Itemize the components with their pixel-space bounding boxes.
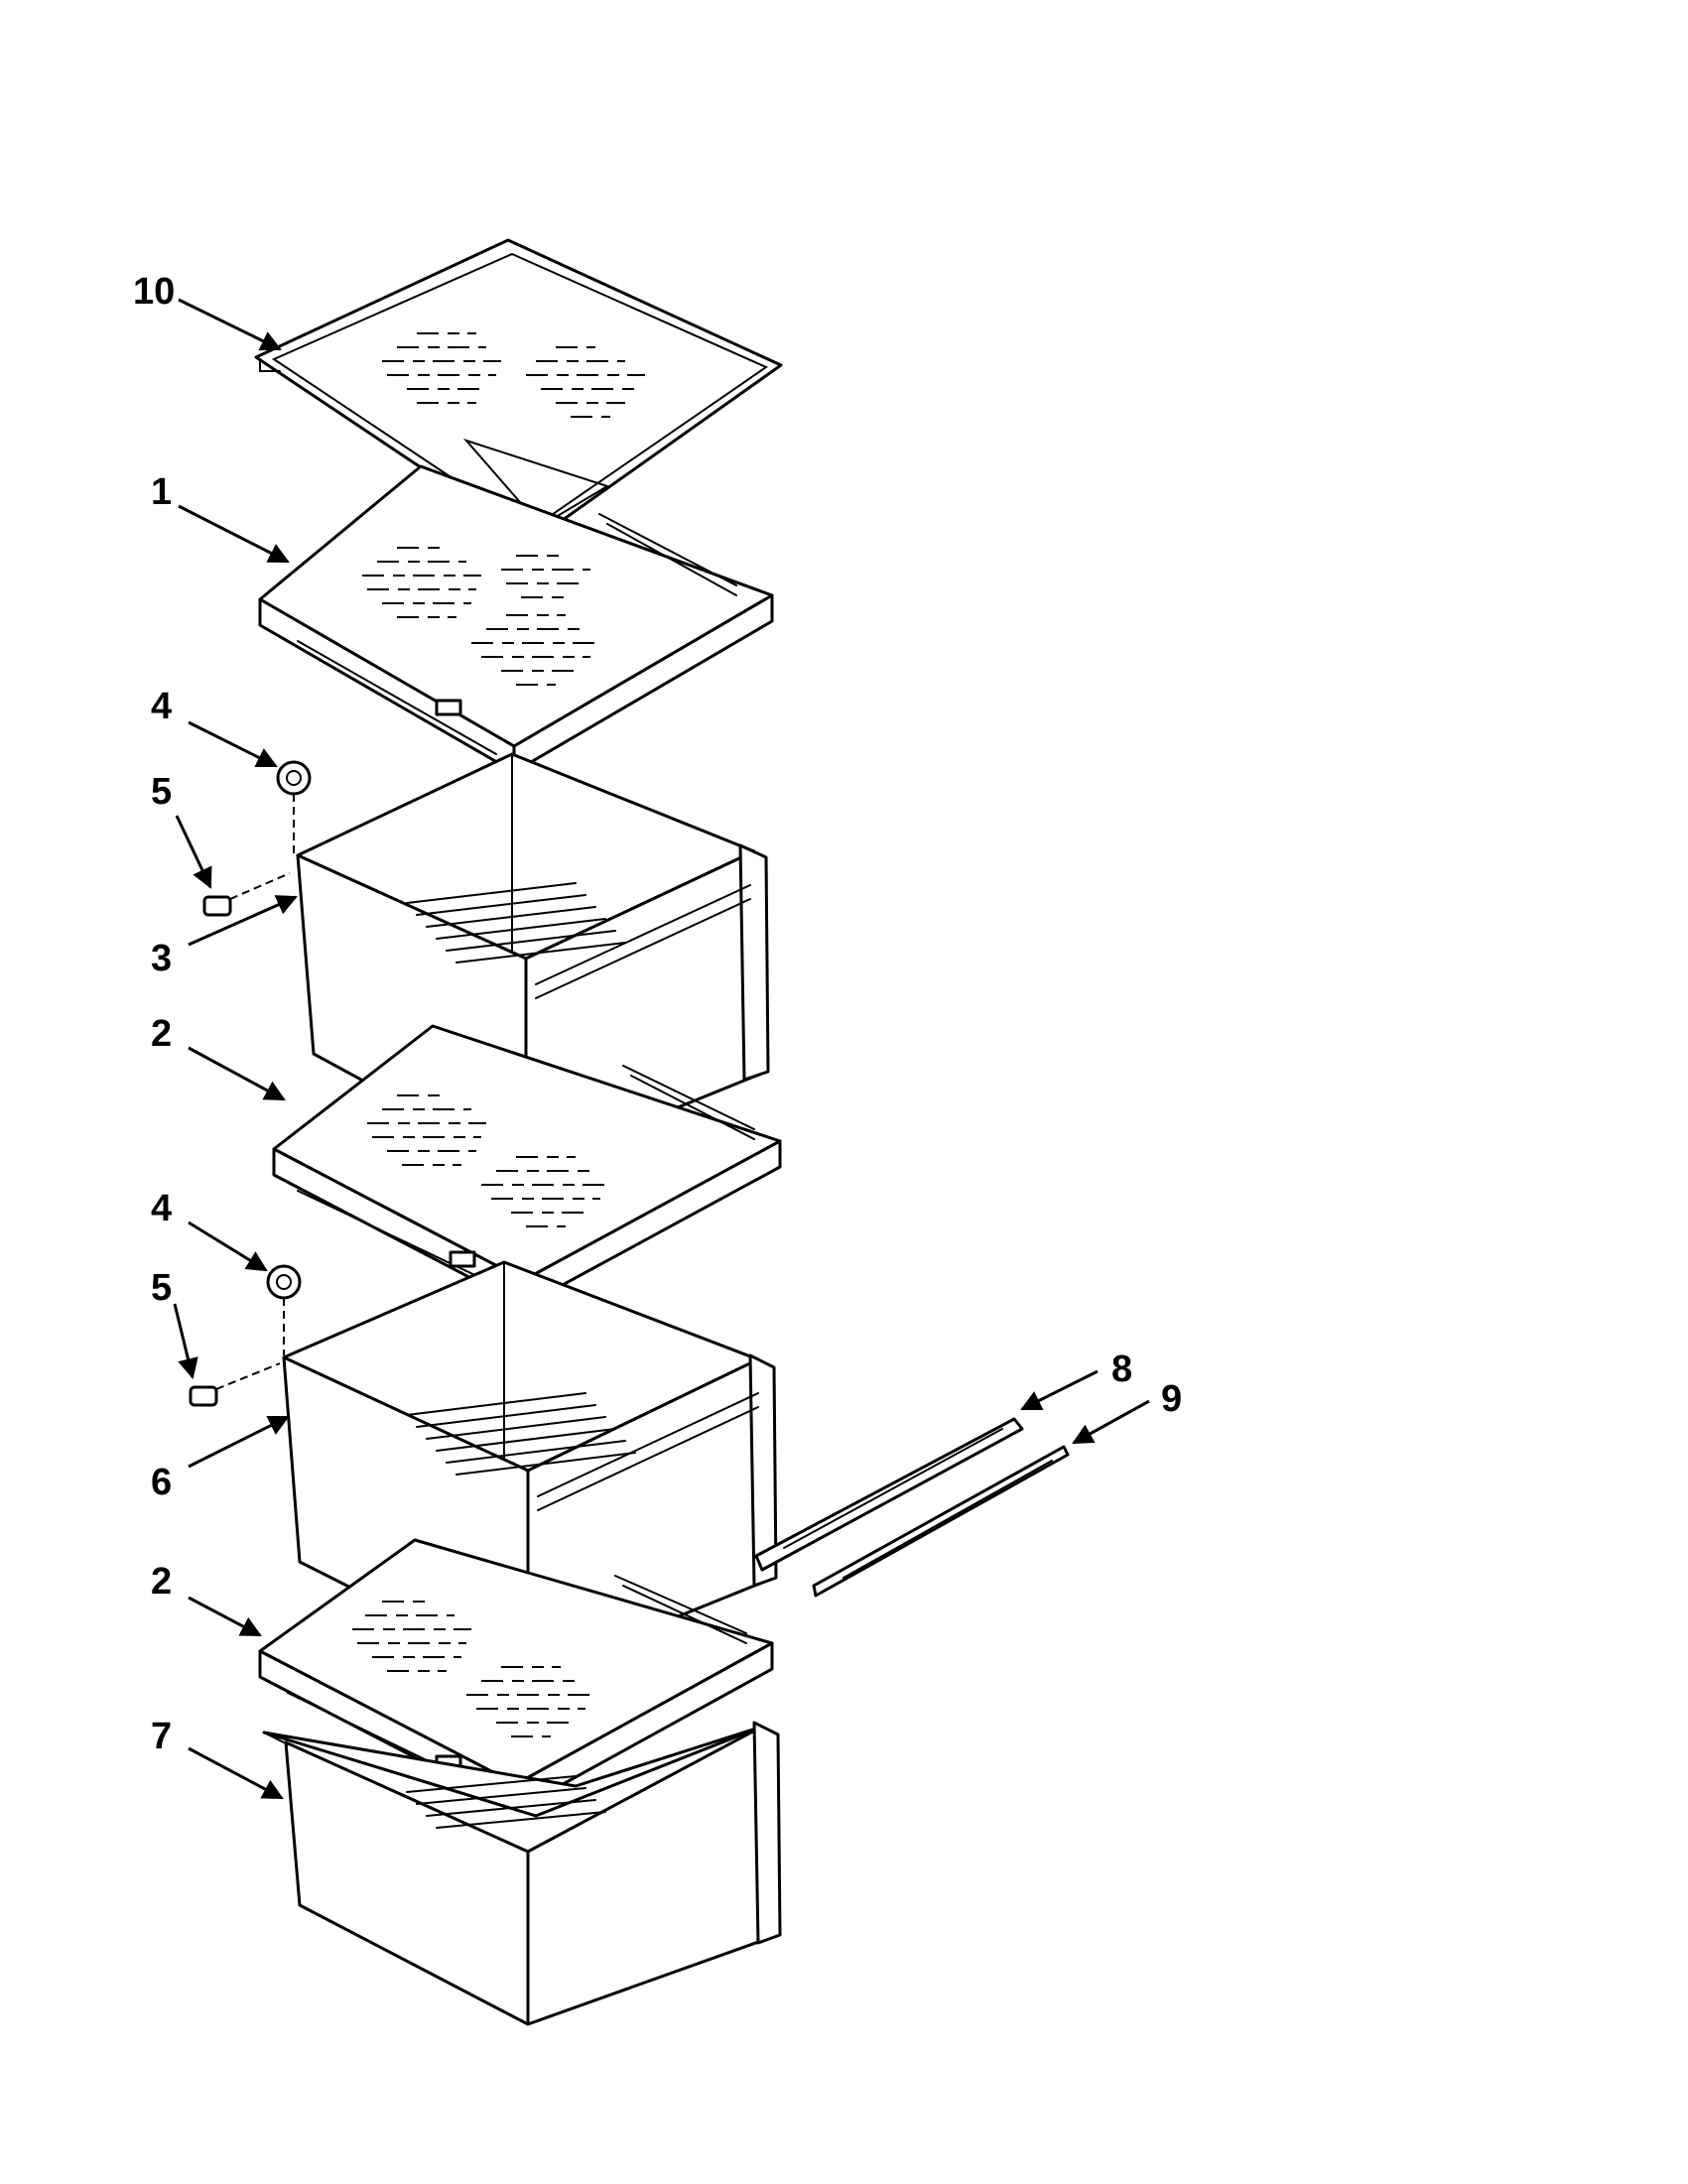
- leader-8: [1020, 1369, 1099, 1411]
- leader-4b: [188, 1220, 268, 1272]
- part-9-rail: [812, 1445, 1070, 1598]
- callout-5: 5: [151, 771, 172, 813]
- leader-10: [178, 298, 282, 351]
- callout-5: 5: [151, 1267, 172, 1309]
- callout-3: 3: [151, 938, 172, 979]
- leader-arrows: [173, 298, 1150, 1800]
- leader-5b: [173, 1303, 198, 1380]
- part-4-roller-upper: [276, 760, 312, 853]
- part-1-crisper-cover: [258, 464, 774, 774]
- part-5-stop-lower: [189, 1362, 281, 1407]
- part-7-pantry-drawer: [262, 1721, 782, 2026]
- leader-4a: [188, 720, 278, 768]
- callout-9: 9: [1161, 1378, 1182, 1420]
- callout-4: 4: [151, 686, 172, 727]
- leader-5a: [175, 815, 212, 889]
- callout-8: 8: [1111, 1349, 1132, 1390]
- leader-2a: [188, 1046, 286, 1101]
- part-2-crisper-cover-middle: [272, 1024, 782, 1308]
- callout-10: 10: [133, 271, 175, 313]
- leader-1: [178, 504, 290, 564]
- callout-labels: 10 1 4 5 3 2 4 5 6 2 7 8 9: [133, 271, 1182, 1757]
- leader-6: [188, 1415, 290, 1469]
- callout-4: 4: [151, 1188, 172, 1229]
- callout-1: 1: [151, 471, 172, 513]
- part-10-glass-shelf: [254, 238, 783, 544]
- leader-3: [188, 895, 298, 947]
- part-5-stop-upper: [202, 872, 291, 917]
- part-4-roller-lower: [266, 1264, 302, 1355]
- callout-2: 2: [151, 1561, 172, 1603]
- leader-7: [188, 1746, 284, 1800]
- callout-6: 6: [151, 1462, 172, 1503]
- leader-9: [1072, 1399, 1150, 1445]
- part-8-slide-rail: [754, 1417, 1024, 1572]
- leader-2b: [188, 1596, 262, 1637]
- callout-7: 7: [151, 1716, 172, 1757]
- callout-2: 2: [151, 1013, 172, 1055]
